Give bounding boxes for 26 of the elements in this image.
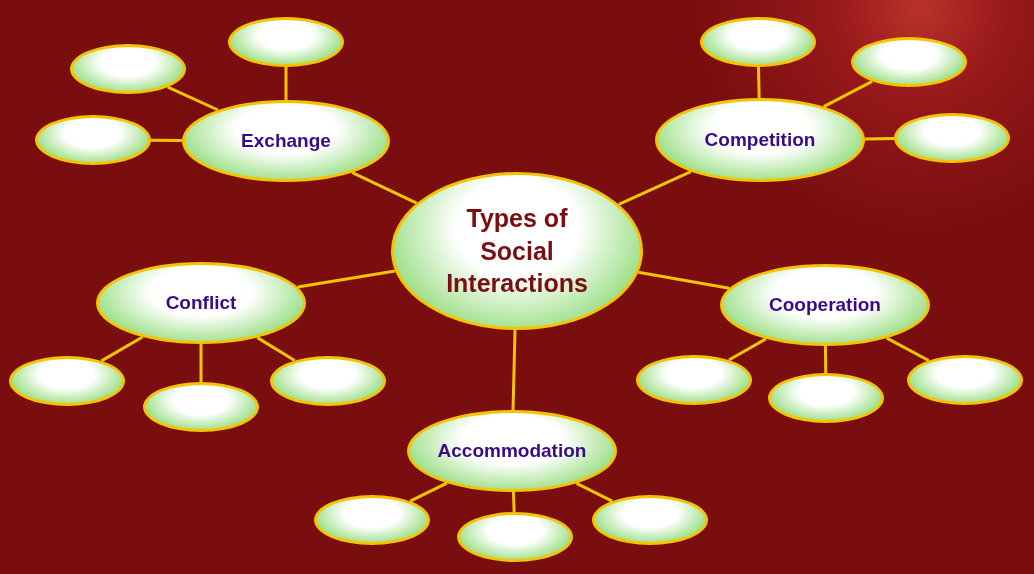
connector-line <box>167 85 219 112</box>
connector-line <box>151 138 182 142</box>
connector-line <box>638 270 730 290</box>
connector-line <box>886 336 930 362</box>
topic-label: Conflict <box>165 292 237 314</box>
topic-label: Cooperation <box>769 294 881 316</box>
connector-line <box>757 66 761 99</box>
connector-line <box>409 481 448 503</box>
connector-line <box>864 137 895 141</box>
connector-line <box>284 67 288 100</box>
topic-label: Exchange <box>241 130 331 152</box>
connector-line <box>823 346 828 373</box>
topic-label: Accommodation <box>437 440 587 462</box>
topic-label: Competition <box>704 129 816 151</box>
connector-line <box>351 171 418 205</box>
connector-line <box>823 79 873 108</box>
connector-line <box>511 491 516 513</box>
connector-line <box>511 329 517 411</box>
connector-line <box>575 481 613 503</box>
connector-line <box>297 269 396 289</box>
connector-line <box>100 335 144 363</box>
connector-line <box>256 336 296 362</box>
topic-label: Types of Social Interactions <box>445 203 589 300</box>
connector-line <box>728 337 767 362</box>
connector-line <box>618 170 692 206</box>
connector-line <box>199 344 203 382</box>
